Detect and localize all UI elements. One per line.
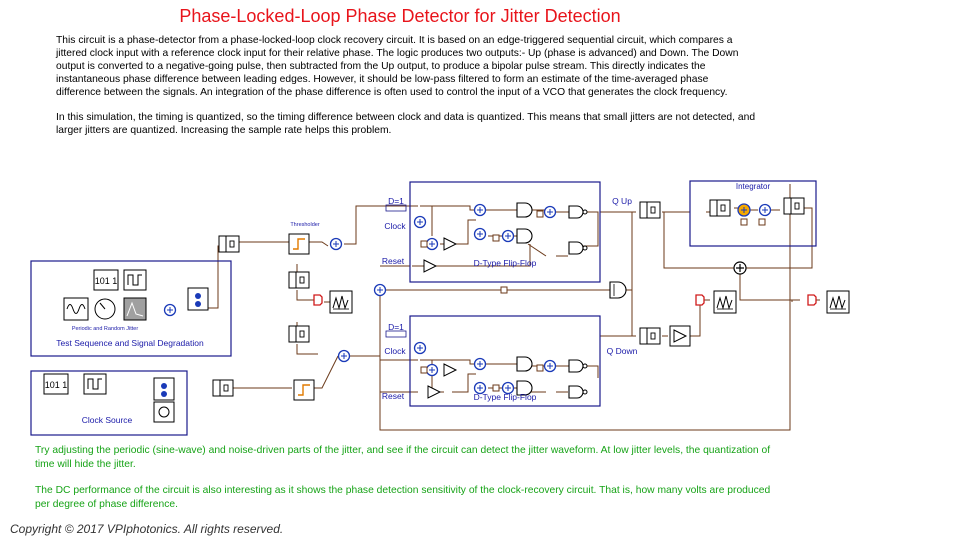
thresholder-label: Thresholder bbox=[290, 222, 320, 228]
test-sequence-label: Test Sequence and Signal Degradation bbox=[56, 338, 204, 348]
d1-bottom-label: D=1 bbox=[388, 322, 404, 332]
test-sequence-group bbox=[30, 260, 232, 357]
description-paragraph-2: In this simulation, the timing is quanti… bbox=[56, 112, 756, 137]
clock-source-label: Clock Source bbox=[82, 415, 133, 425]
clock-top-label: Clock bbox=[384, 221, 406, 231]
wires bbox=[206, 184, 820, 431]
integrator-group bbox=[689, 180, 817, 247]
q-up-label: Q Up bbox=[612, 196, 632, 206]
sampler-top[interactable] bbox=[218, 235, 240, 253]
copyright: Copyright © 2017 VPIphotonics. All right… bbox=[10, 522, 284, 536]
thresholder-bottom[interactable] bbox=[293, 379, 315, 401]
clock-bottom-label: Clock bbox=[384, 346, 406, 356]
sampler-bottom[interactable] bbox=[212, 379, 234, 397]
clock-source-blocks[interactable]: 101 1 Clock Source bbox=[43, 373, 175, 425]
clock-source-group bbox=[30, 370, 188, 436]
reset-top-label: Reset bbox=[382, 256, 405, 266]
scope-input[interactable] bbox=[329, 290, 353, 314]
test-sequence-blocks[interactable]: 101 1 Periodic and Random Jitter Test Se… bbox=[56, 269, 209, 348]
scope-up-down[interactable] bbox=[713, 290, 737, 314]
note-2: The DC performance of the circuit is als… bbox=[35, 485, 771, 510]
description: This circuit is a phase-detector from a … bbox=[56, 35, 756, 151]
clock-seq-label: 101 1 bbox=[45, 380, 68, 390]
note-1: Try adjusting the periodic (sine-wave) a… bbox=[35, 445, 771, 470]
seq-source-label: 101 1 bbox=[95, 276, 118, 286]
scope-output[interactable] bbox=[826, 290, 850, 314]
thresholder-top[interactable] bbox=[288, 233, 310, 255]
reset-bottom-label: Reset bbox=[382, 391, 405, 401]
ff-top-label: D-Type Flip-Flop bbox=[474, 258, 537, 268]
integrator-label: Integrator bbox=[736, 182, 771, 191]
reset-and-gate bbox=[609, 281, 627, 299]
flip-flop-bottom-group bbox=[409, 315, 601, 407]
d1-top-label: D=1 bbox=[388, 196, 404, 206]
description-paragraph-1: This circuit is a phase-detector from a … bbox=[56, 35, 739, 98]
flip-flop-top-group bbox=[409, 181, 601, 283]
jitter-label: Periodic and Random Jitter bbox=[72, 326, 139, 332]
q-down-label: Q Down bbox=[607, 346, 638, 356]
ff-bottom-label: D-Type Flip-Flop bbox=[474, 392, 537, 402]
page-title: Phase-Locked-Loop Phase Detector for Jit… bbox=[179, 6, 621, 26]
